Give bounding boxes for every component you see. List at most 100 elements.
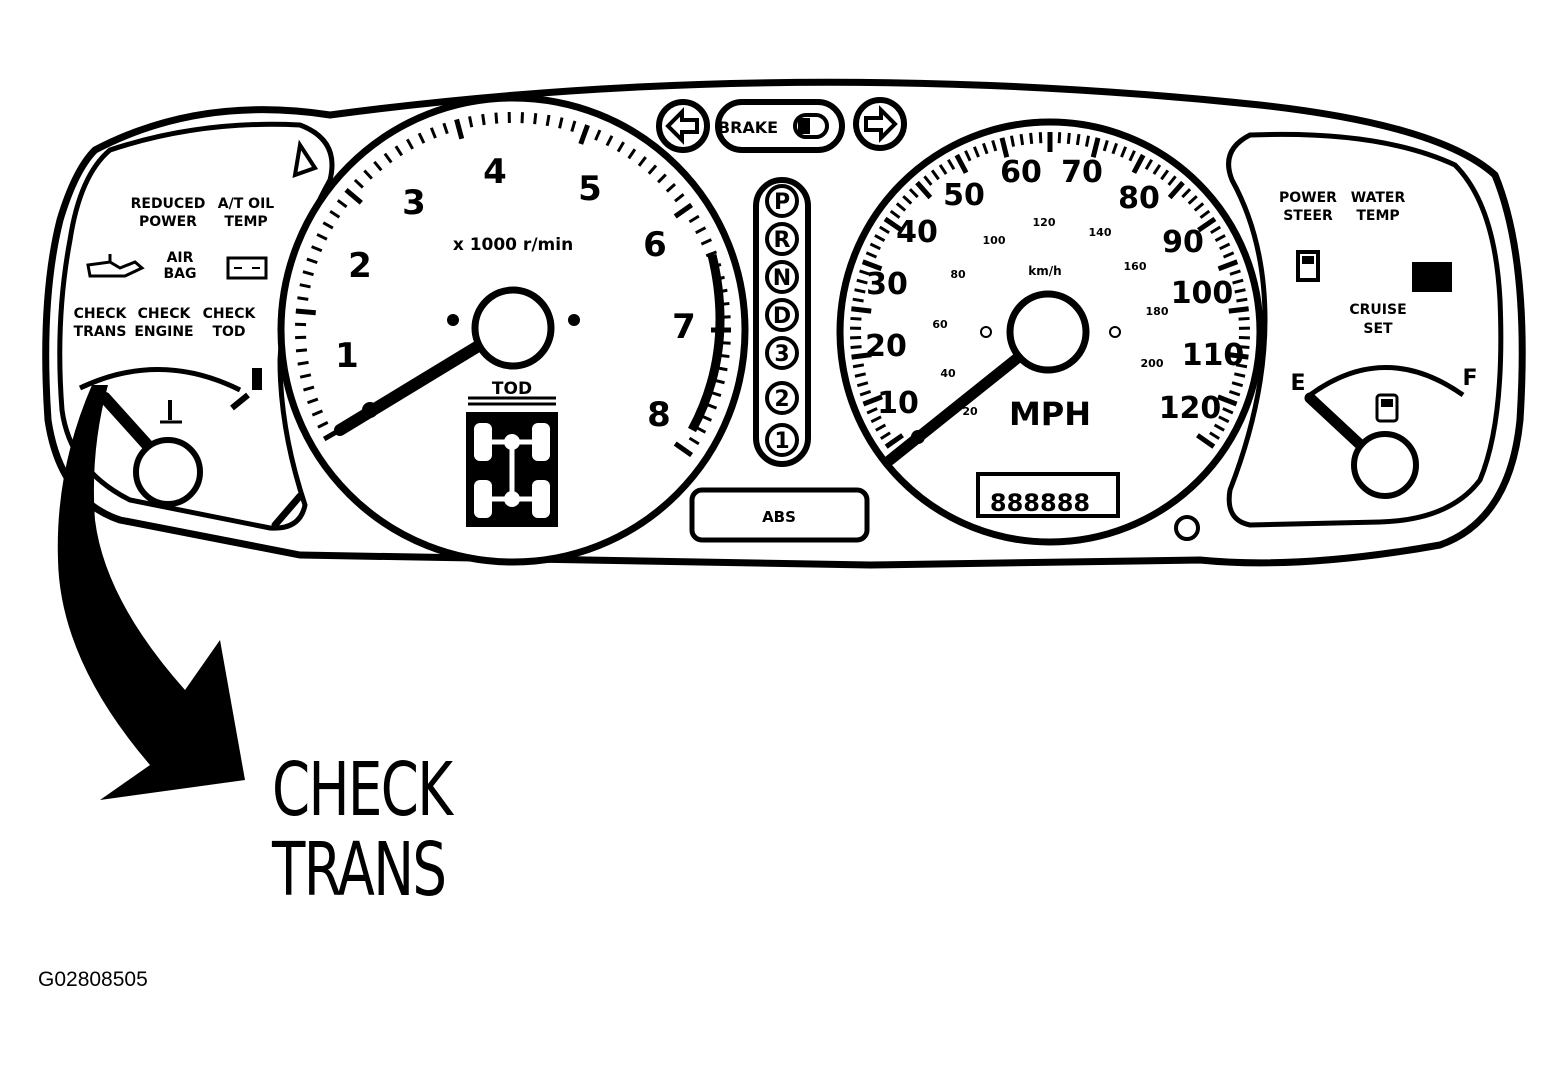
- oil-can-icon: [86, 254, 145, 278]
- gauge-tick: [363, 169, 373, 180]
- gauge-tick: [673, 441, 694, 458]
- gauge-tick: [1217, 259, 1239, 272]
- gauge-tick: [1234, 288, 1246, 294]
- gauge-tick: [578, 124, 590, 145]
- odometer-value: 888888: [990, 489, 1090, 517]
- gauge-tick: [854, 288, 866, 294]
- fuel-full-label: F: [1462, 366, 1477, 391]
- gauge-tick: [1120, 146, 1128, 158]
- gear-p: P: [774, 190, 790, 215]
- fuel-needle: [1304, 392, 1374, 458]
- airbag-label-l2: BAG: [164, 266, 197, 282]
- brake-indicator: BRAKE: [715, 99, 845, 153]
- gauge-tick: [850, 345, 862, 349]
- gauge-tick: [674, 193, 685, 203]
- warning-label-check-trans-l2: TRANS: [74, 324, 127, 340]
- gauge-tick: [1181, 188, 1192, 199]
- gauge-tick: [605, 135, 614, 147]
- gauge-tick: [1222, 251, 1235, 259]
- tach-number-3: 3: [402, 183, 426, 223]
- tach-number-5: 5: [578, 169, 602, 209]
- gauge-tick: [862, 394, 883, 407]
- mph-90: 90: [1162, 225, 1204, 260]
- gauge-tick: [866, 407, 878, 415]
- gauge-tick: [1102, 139, 1109, 152]
- mph-120: 120: [1159, 391, 1222, 426]
- gauge-tick: [1057, 132, 1062, 144]
- gauge-tick: [1131, 153, 1146, 174]
- mph-10: 10: [877, 386, 919, 421]
- gauge-tick: [299, 283, 311, 289]
- gauge-tick: [878, 225, 890, 235]
- kmh-140: 140: [1089, 226, 1112, 239]
- gauge-tick: [1228, 352, 1249, 360]
- gear-indicator: P R N D 3 2 1: [753, 177, 811, 467]
- gear-3: 3: [774, 342, 789, 367]
- gauge-tick: [1193, 202, 1205, 212]
- gauge-tick: [353, 178, 364, 189]
- warning-label-power-steer-l1: POWER: [1279, 190, 1337, 206]
- gauge-tick: [964, 150, 972, 162]
- gauge-tick: [850, 316, 862, 321]
- kmh-160: 160: [1124, 260, 1147, 273]
- gauge-tick: [851, 352, 872, 360]
- gauge-tick: [854, 372, 867, 378]
- warning-label-check-trans-l1: CHECK: [74, 306, 128, 322]
- gauge-tick: [316, 233, 328, 241]
- gauge-tick: [570, 120, 577, 132]
- gauge-tick: [852, 363, 865, 369]
- gauge-tick: [856, 381, 869, 388]
- mph-40: 40: [896, 215, 938, 250]
- mph-70: 70: [1061, 155, 1103, 190]
- gauge-tick: [1090, 137, 1101, 158]
- tach-number-7: 7: [672, 307, 696, 347]
- gauge-tick: [665, 183, 677, 193]
- gauge-tick: [295, 308, 316, 316]
- gauge-tick: [1111, 142, 1118, 155]
- gauge-tick: [306, 257, 318, 265]
- gauge-tick: [344, 187, 363, 205]
- gauge-tick: [1075, 133, 1081, 146]
- warning-label-cruise-set-l1: CRUISE: [1349, 302, 1406, 318]
- warning-label-reduced-power-l1: REDUCED: [131, 196, 206, 212]
- warning-label-water-temp-l2: TEMP: [1356, 208, 1399, 224]
- kmh-80: 80: [950, 268, 966, 281]
- gauge-tick: [982, 142, 989, 155]
- gauge-tick: [915, 180, 933, 200]
- gauge-tick: [1167, 175, 1177, 186]
- four-wheel-drive-icon: [466, 412, 558, 527]
- gauge-tick: [1152, 164, 1162, 175]
- kmh-200: 200: [1141, 357, 1164, 370]
- gauge-tick: [954, 153, 969, 174]
- gauge-tick: [1128, 150, 1136, 162]
- right-warning-panel: [1226, 131, 1504, 528]
- gauge-tick: [700, 238, 712, 246]
- gauge-tick: [657, 173, 667, 184]
- gauge-tick: [1160, 169, 1170, 181]
- gauge-tick: [1029, 132, 1034, 145]
- gauge-tick: [1066, 132, 1071, 145]
- odometer-display: 888888: [976, 472, 1120, 518]
- kmh-40: 40: [940, 367, 956, 380]
- gauge-tick: [383, 152, 393, 164]
- gauge-tick: [594, 129, 602, 141]
- mph-30: 30: [866, 267, 908, 302]
- low-fuel-icon: [1296, 250, 1320, 282]
- gauge-tick: [1214, 234, 1226, 243]
- trip-reset-knob: [1174, 515, 1200, 541]
- abs-indicator: ABS: [689, 487, 870, 543]
- kmh-label: km/h: [1028, 264, 1061, 278]
- tach-needle: [334, 339, 486, 436]
- gauge-tick: [908, 188, 919, 199]
- warning-label-at-oil-temp-l2: TEMP: [224, 214, 267, 230]
- gauge-tick: [895, 202, 907, 212]
- warning-label-reduced-power-l2: POWER: [139, 214, 197, 230]
- gauge-tick: [481, 113, 486, 126]
- gauge-tick: [1213, 423, 1225, 432]
- gauge-tick: [705, 250, 718, 258]
- gauge-tick: [883, 216, 903, 233]
- gauge-tick: [373, 160, 383, 172]
- gauge-tick: [861, 259, 883, 272]
- gauge-tick: [405, 138, 414, 150]
- gauge-tick: [303, 385, 315, 392]
